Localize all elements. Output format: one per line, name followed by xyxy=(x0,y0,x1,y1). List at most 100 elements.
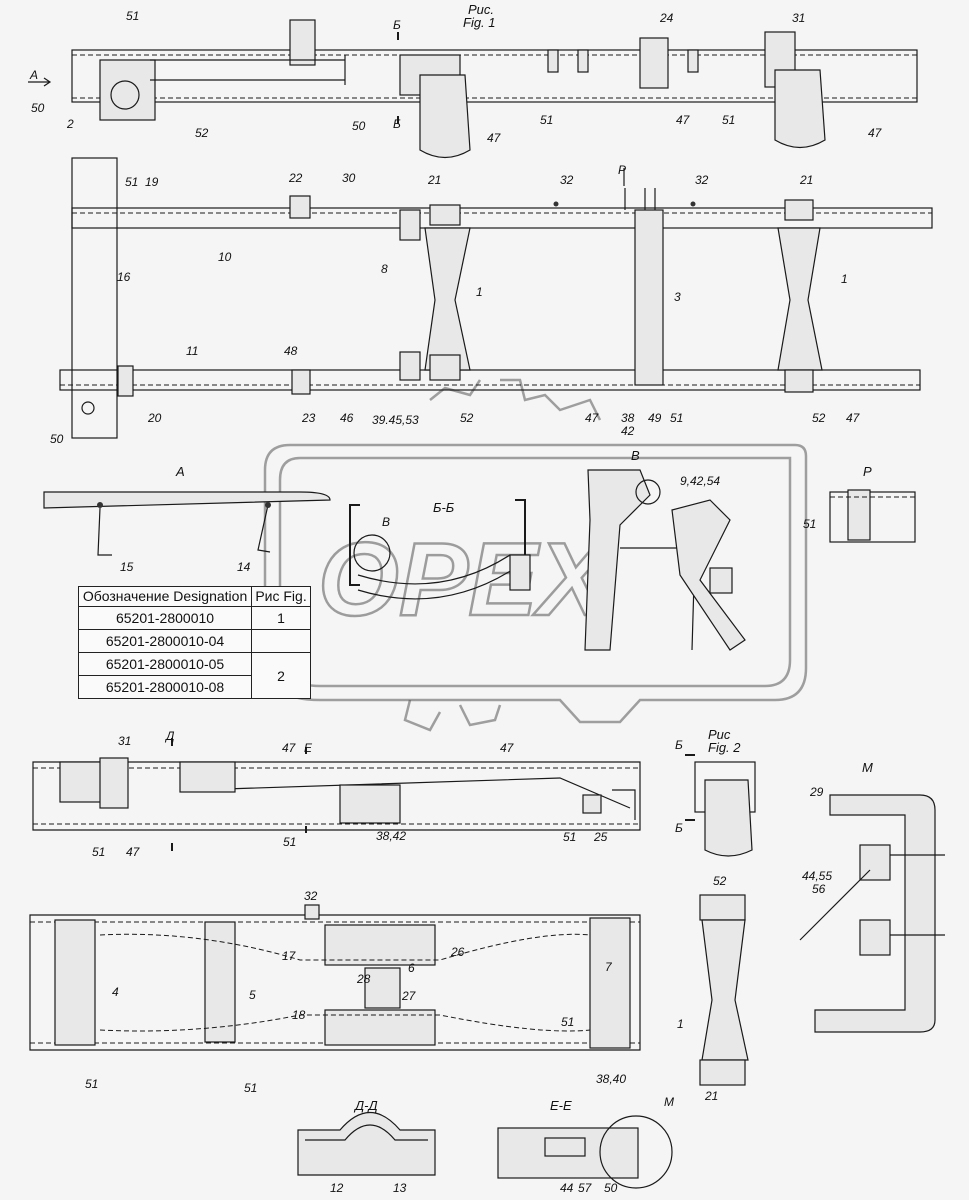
table-cell-fig: 1 xyxy=(251,606,311,630)
section-b-mark-top: Б xyxy=(393,18,401,32)
fig1-title-en: Fig. 1 xyxy=(463,15,496,30)
svg-text:52: 52 xyxy=(812,411,826,425)
svg-text:8: 8 xyxy=(381,262,388,276)
svg-text:31: 31 xyxy=(118,734,131,748)
fig1-side-view xyxy=(28,19,918,159)
table-row: 65201-2800010-04 xyxy=(77,629,311,653)
callout-44: 44 xyxy=(560,1181,574,1195)
callout-9-42-54: 9,42,54 xyxy=(680,474,720,488)
svg-text:48: 48 xyxy=(284,344,298,358)
svg-text:51: 51 xyxy=(125,175,138,189)
fig2-detail-view xyxy=(685,754,756,857)
callout-14: 14 xyxy=(237,560,251,574)
callout-50-ee: 50 xyxy=(604,1181,618,1195)
svg-text:51: 51 xyxy=(563,830,576,844)
opex-watermark-gear xyxy=(263,378,808,732)
svg-text:52: 52 xyxy=(195,126,209,140)
svg-text:47: 47 xyxy=(868,126,883,140)
section-a-title: А xyxy=(175,464,185,479)
fig2-title-en: Fig. 2 xyxy=(708,740,741,755)
view-p xyxy=(829,489,916,543)
svg-text:30: 30 xyxy=(342,171,356,185)
table-cell-designation: 65201-2800010-08 xyxy=(77,675,253,699)
svg-text:47: 47 xyxy=(487,131,502,145)
callout-52-fig2: 21 xyxy=(704,1089,718,1103)
svg-text:51: 51 xyxy=(92,845,105,859)
detail-v-title: В xyxy=(631,448,640,463)
section-m-view xyxy=(799,794,945,1033)
section-b-mark-fig2-top: Б xyxy=(675,738,683,752)
callout-21-fig2: 52 xyxy=(713,874,727,888)
fig1-title-ru: Рис. xyxy=(468,2,494,17)
svg-text:47: 47 xyxy=(676,113,691,127)
detail-v-view xyxy=(584,469,746,651)
svg-text:10: 10 xyxy=(218,250,232,264)
table-row: 65201-2800010-08 xyxy=(77,675,311,699)
svg-text:29: 29 xyxy=(809,785,824,799)
svg-text:47: 47 xyxy=(282,741,297,755)
section-e-mark: Е xyxy=(304,741,313,755)
svg-text:32: 32 xyxy=(695,173,709,187)
svg-text:47: 47 xyxy=(500,741,515,755)
svg-text:38: 38 xyxy=(621,411,635,425)
svg-text:28: 28 xyxy=(356,972,371,986)
svg-text:51: 51 xyxy=(540,113,553,127)
svg-text:19: 19 xyxy=(145,175,159,189)
section-ee-title: Е-Е xyxy=(550,1098,572,1113)
table-header-designation: Обозначение Designation xyxy=(77,586,253,607)
table-cell-fig xyxy=(251,629,311,653)
svg-text:22: 22 xyxy=(288,171,303,185)
svg-text:52: 52 xyxy=(460,411,474,425)
section-dd-view xyxy=(297,1111,436,1176)
table-header-row: Обозначение Designation Рис Fig. xyxy=(77,586,311,607)
svg-text:11: 11 xyxy=(186,344,198,358)
svg-text:4: 4 xyxy=(112,985,119,999)
svg-text:38,42: 38,42 xyxy=(376,829,406,843)
section-bb-view xyxy=(349,499,531,600)
callout-12: 12 xyxy=(330,1181,344,1195)
fig2-title-ru: Рис xyxy=(708,727,731,742)
table-header-fig: Рис Fig. xyxy=(251,586,311,607)
callout-13: 13 xyxy=(393,1181,407,1195)
svg-text:51: 51 xyxy=(283,835,296,849)
fig1-plan-callouts: 51 19 22 30 21 32 32 21 10 8 1 3 1 16 11… xyxy=(50,171,861,446)
section-ee-view xyxy=(497,1115,673,1189)
fig2-side-view xyxy=(32,738,641,851)
callout-57: 57 xyxy=(578,1181,593,1195)
svg-text:25: 25 xyxy=(593,830,608,844)
table-cell-designation: 65201-2800010-04 xyxy=(77,629,253,653)
svg-text:21: 21 xyxy=(799,173,813,187)
detail-m-marker: М xyxy=(664,1095,674,1109)
fig1-side-callouts: 51 24 31 50 2 52 50 51 47 51 47 47 xyxy=(31,9,883,145)
callout-51-p: 51 xyxy=(803,517,816,531)
section-b-mark-bottom: Б xyxy=(393,117,401,131)
svg-text:20: 20 xyxy=(147,411,162,425)
svg-text:51: 51 xyxy=(85,1077,98,1091)
svg-text:51: 51 xyxy=(244,1081,257,1095)
section-bb-title: Б-Б xyxy=(433,500,455,515)
svg-text:27: 27 xyxy=(401,989,417,1003)
svg-text:47: 47 xyxy=(846,411,861,425)
section-m-callouts: 29 44,55 56 xyxy=(802,785,832,896)
svg-text:2: 2 xyxy=(66,117,74,131)
svg-text:5: 5 xyxy=(249,988,256,1002)
fig2-side-callouts: 31 47 47 51 47 38,42 51 25 51 xyxy=(92,734,608,859)
svg-text:46: 46 xyxy=(340,411,354,425)
svg-text:39.45,53: 39.45,53 xyxy=(372,413,419,427)
opex-watermark-text: OPEX xyxy=(318,522,613,638)
svg-text:47: 47 xyxy=(126,845,141,859)
svg-text:1: 1 xyxy=(841,272,848,286)
svg-text:51: 51 xyxy=(126,9,139,23)
svg-text:49: 49 xyxy=(648,411,662,425)
svg-text:51: 51 xyxy=(561,1015,574,1029)
callout-15: 15 xyxy=(120,560,134,574)
svg-text:56: 56 xyxy=(812,882,826,896)
section-d-mark: Д xyxy=(164,729,175,743)
fig1-plan-view xyxy=(59,157,933,439)
svg-text:31: 31 xyxy=(792,11,805,25)
fig2-crossmember-view xyxy=(699,894,749,1086)
section-m-title: М xyxy=(862,760,873,775)
svg-text:32: 32 xyxy=(560,173,574,187)
svg-text:17: 17 xyxy=(282,949,297,963)
